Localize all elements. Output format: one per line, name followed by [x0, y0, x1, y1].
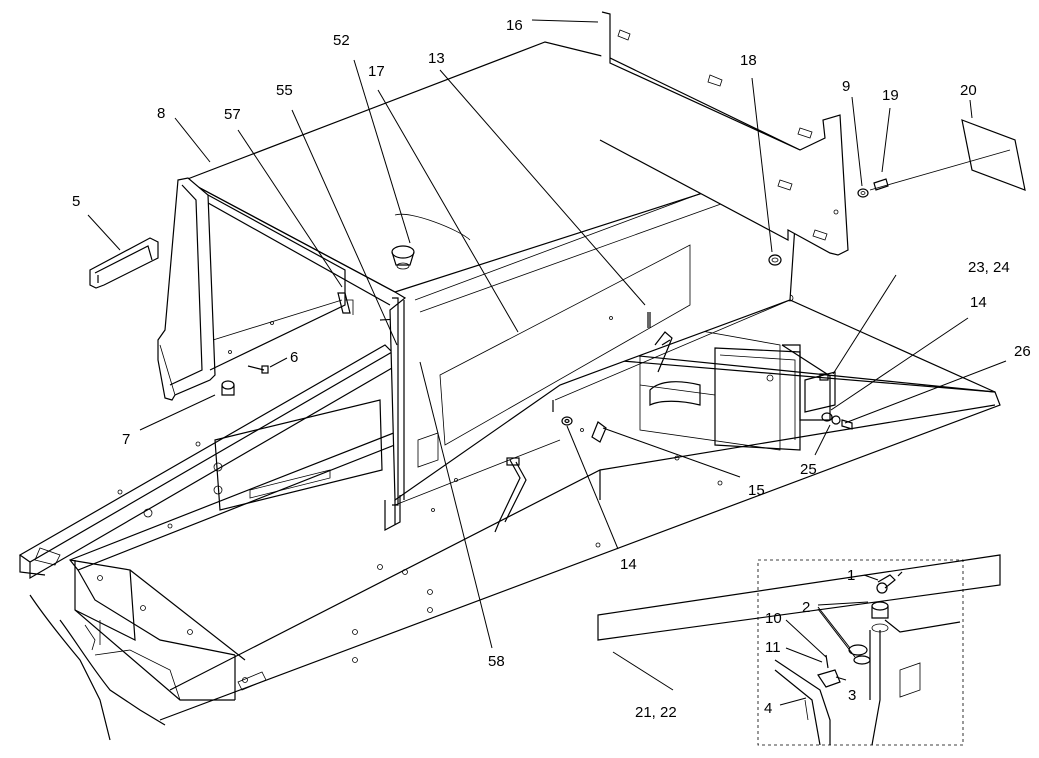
decal-20 — [961, 119, 1026, 191]
callout-21-22: 21, 22 — [635, 704, 677, 721]
leader-lines — [87, 19, 1007, 706]
top-cover-plate — [599, 11, 849, 256]
decal-21-22 — [597, 554, 1001, 641]
inset-detail — [757, 559, 964, 746]
hardware-parts — [221, 178, 889, 533]
callout-15: 15 — [748, 482, 765, 499]
callout-26: 26 — [1014, 343, 1031, 360]
callout-25: 25 — [800, 461, 817, 478]
decal-20-guide — [869, 149, 1011, 191]
callout-9: 9 — [842, 78, 850, 95]
callout-11: 11 — [765, 639, 781, 656]
left-end-panel — [157, 177, 354, 401]
callout-23-24: 23, 24 — [968, 259, 1010, 276]
callout-19: 19 — [882, 87, 899, 104]
callout-57: 57 — [224, 106, 241, 123]
callout-13: 13 — [428, 50, 445, 67]
callout-58: 58 — [488, 653, 505, 670]
callout-20: 20 — [960, 82, 977, 99]
handle — [89, 237, 159, 289]
callout-3: 3 — [848, 687, 856, 704]
callout-5: 5 — [72, 193, 80, 210]
callout-2: 2 — [802, 599, 810, 616]
callout-6: 6 — [290, 349, 298, 366]
callout-52: 52 — [333, 32, 350, 49]
callout-55: 55 — [276, 82, 293, 99]
callout-labels: 1 2 3 4 5 6 7 8 9 10 11 13 14 14 15 16 1… — [72, 17, 1031, 721]
callout-16: 16 — [506, 17, 523, 34]
callout-7: 7 — [122, 431, 130, 448]
callout-17: 17 — [368, 63, 385, 80]
callout-14-upper: 14 — [970, 294, 987, 311]
callout-1: 1 — [847, 567, 855, 584]
callout-8: 8 — [157, 105, 165, 122]
chassis-frame — [18, 344, 1001, 741]
callout-10: 10 — [765, 610, 782, 627]
callout-4: 4 — [764, 700, 772, 717]
callout-18: 18 — [740, 52, 757, 69]
callout-14-lower: 14 — [620, 556, 637, 573]
